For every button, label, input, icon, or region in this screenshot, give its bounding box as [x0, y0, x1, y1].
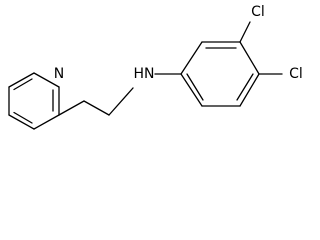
bond — [33, 72, 60, 88]
double-bond-inner — [13, 111, 33, 124]
amine-label: HN — [134, 66, 155, 82]
bond — [108, 87, 134, 116]
bond — [239, 21, 251, 43]
bond — [239, 73, 260, 107]
dichlorophenyl-ring — [180, 41, 260, 107]
bond — [83, 100, 110, 116]
bond — [8, 114, 35, 130]
bond — [180, 73, 203, 107]
chlorine-bonds — [239, 21, 283, 75]
chlorine-para-label: Cl — [289, 66, 303, 82]
chlorine-meta-label: Cl — [251, 4, 265, 20]
bond — [239, 41, 260, 75]
bond — [58, 100, 85, 116]
bond — [180, 41, 203, 75]
double-bond-inner — [186, 73, 204, 101]
chemical-structure-diagram: N HN Cl Cl — [8, 4, 303, 130]
double-bond-inner — [236, 73, 254, 101]
pyridine-nitrogen-label: N — [54, 66, 64, 82]
bond — [33, 114, 60, 130]
bond — [8, 72, 35, 88]
double-bond-inner — [13, 78, 33, 91]
pyridine-ring — [8, 72, 60, 130]
linker — [58, 73, 182, 116]
